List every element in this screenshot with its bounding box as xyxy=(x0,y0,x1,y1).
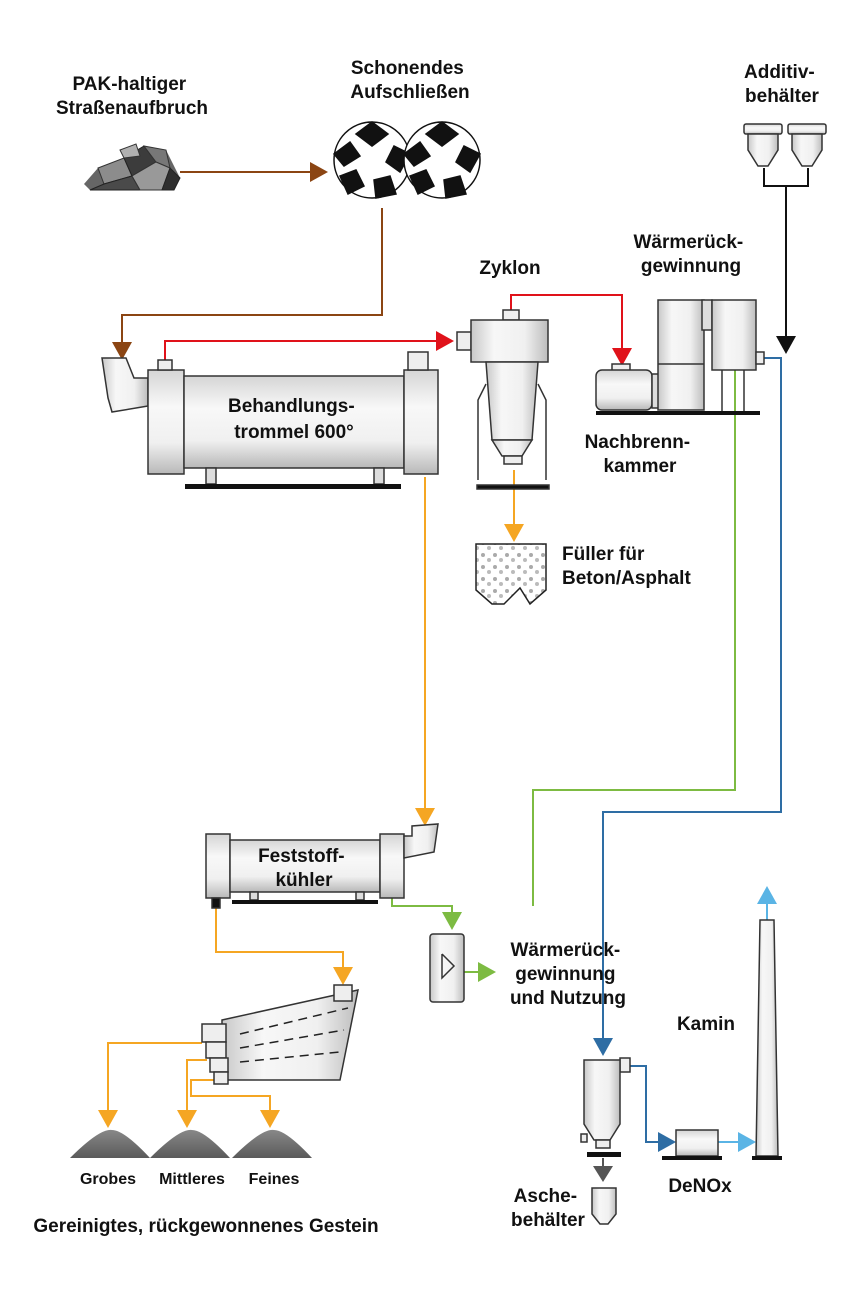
coarse-pile-icon xyxy=(70,1129,150,1158)
arrow-orange-filler xyxy=(504,524,524,542)
vibrating-screen-icon xyxy=(201,984,359,1085)
arrow-blue-denox xyxy=(658,1132,676,1152)
arrow-lightblue-exhaust xyxy=(757,886,777,904)
flow-green xyxy=(391,367,736,973)
raw-material-icon xyxy=(84,143,181,191)
arrow-orange-fine xyxy=(260,1110,280,1128)
arrow-red-afterburner xyxy=(612,348,632,366)
arrow-brown-crusher xyxy=(310,162,328,182)
arrow-orange-screen xyxy=(333,967,353,985)
flow-dark-blue xyxy=(602,357,782,1143)
heat-exchanger-icon xyxy=(429,933,465,1003)
fine-pile-icon xyxy=(232,1129,312,1158)
solids-cooler-icon xyxy=(205,823,439,909)
arrow-gray-ash xyxy=(593,1166,613,1182)
label-additive: Additiv- behälter xyxy=(744,62,820,107)
label-cyclone: Zyklon xyxy=(479,258,540,279)
arrow-orange-cooler xyxy=(415,808,435,826)
arrow-green-heat xyxy=(442,912,462,930)
arrow-lightblue-chimney xyxy=(738,1132,756,1152)
arrow-orange-medium xyxy=(177,1110,197,1128)
ash-container-icon xyxy=(591,1187,617,1225)
ash-separator-icon xyxy=(580,1057,631,1157)
arrow-black-additive xyxy=(776,336,796,354)
arrow-brown-feed xyxy=(112,342,132,360)
label-heat-use: Wärmerück- gewinnung und Nutzung xyxy=(510,940,626,1009)
label-denox: DeNOx xyxy=(668,1176,732,1197)
medium-pile-icon xyxy=(150,1129,230,1158)
label-coarse: Grobes xyxy=(80,1171,136,1188)
label-chimney: Kamin xyxy=(677,1014,735,1035)
flow-brown xyxy=(121,171,383,344)
label-input: PAK-haltiger Straßenaufbruch xyxy=(56,74,208,119)
label-filler: Füller für Beton/Asphalt xyxy=(562,544,691,589)
flow-black xyxy=(763,168,809,336)
treatment-drum-icon xyxy=(101,351,439,489)
label-heat-recovery-top: Wärmerück- gewinnung xyxy=(633,232,748,277)
arrow-green-out xyxy=(478,962,496,982)
label-drum: Behandlungs- trommel 600° xyxy=(228,396,360,443)
chimney-icon xyxy=(752,919,782,1160)
label-fine: Feines xyxy=(249,1171,300,1188)
flow-orange xyxy=(107,470,515,1110)
additive-silos-icon xyxy=(743,123,827,167)
crusher-icon xyxy=(332,121,482,199)
cyclone-icon xyxy=(456,309,550,490)
afterburner-icon xyxy=(595,299,765,415)
flow-red xyxy=(164,294,623,360)
filler-hopper-icon xyxy=(475,543,547,606)
label-crusher: Schonendes Aufschließen xyxy=(350,58,469,103)
denox-icon xyxy=(662,1129,722,1160)
arrow-red-cyclone xyxy=(436,331,454,351)
label-cooler: Feststoff- kühler xyxy=(258,846,350,891)
arrow-blue-ash xyxy=(593,1038,613,1056)
label-medium: Mittleres xyxy=(159,1171,225,1188)
arrow-orange-coarse xyxy=(98,1110,118,1128)
label-afterburner: Nachbrenn- kammer xyxy=(585,432,696,477)
label-product: Gereinigtes, rückgewonnenes Gestein xyxy=(33,1216,378,1237)
label-ash: Asche- behälter xyxy=(511,1186,586,1231)
